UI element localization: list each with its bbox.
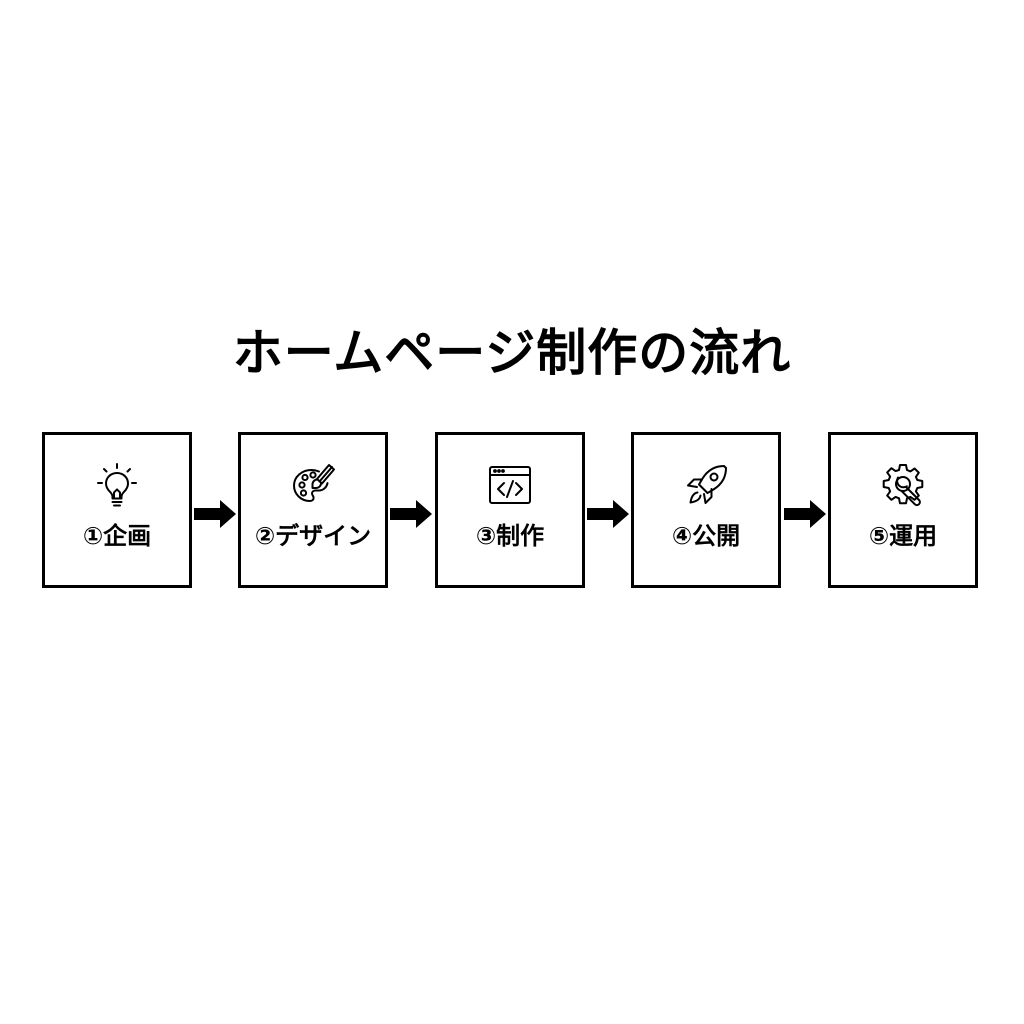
arrow-right-icon [390, 500, 432, 528]
code-window-icon [486, 461, 534, 509]
step-design: ②デザイン [238, 432, 388, 588]
gear-wrench-icon [879, 461, 927, 509]
step-label: ④公開 [671, 522, 741, 550]
arrow-right-icon [587, 500, 629, 528]
palette-brush-icon [289, 461, 337, 509]
arrow-right-icon [784, 500, 826, 528]
step-label: ③制作 [475, 522, 545, 550]
lightbulb-icon [93, 461, 141, 509]
step-planning: ①企画 [42, 432, 192, 588]
step-launch: ④公開 [631, 432, 781, 588]
page-title: ホームページ制作の流れ [232, 324, 792, 382]
step-label: ②デザイン [254, 522, 372, 550]
arrow-right-icon [194, 500, 236, 528]
step-development: ③制作 [435, 432, 585, 588]
rocket-icon [682, 461, 730, 509]
step-operation: ⑤運用 [828, 432, 978, 588]
step-label: ①企画 [82, 522, 152, 550]
step-label: ⑤運用 [868, 522, 938, 550]
